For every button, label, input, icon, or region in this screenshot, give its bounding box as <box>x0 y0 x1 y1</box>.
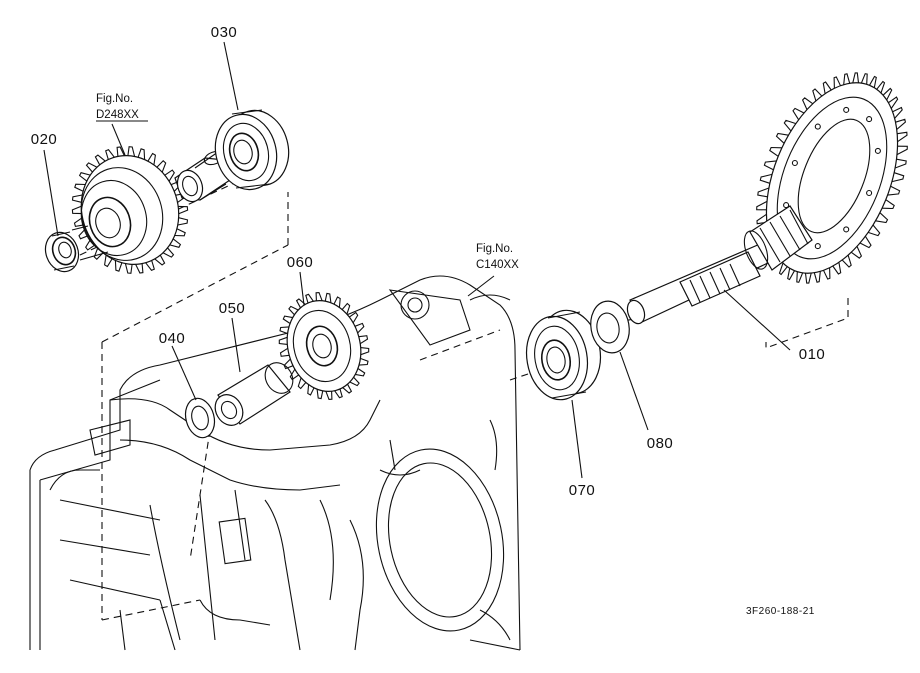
label-020: 020 <box>31 131 58 148</box>
label-070: 070 <box>569 482 596 499</box>
gear-b-teeth <box>278 292 370 400</box>
figure-ref-d248xx: Fig.No. D248XX <box>96 93 148 122</box>
fig-ref-label: Fig.No. <box>96 93 133 105</box>
fig-ref-label: Fig.No. <box>476 243 513 255</box>
fig-ref-code: D248XX <box>96 109 139 121</box>
part-040-washer <box>184 397 216 439</box>
label-060: 060 <box>287 254 314 271</box>
part-020-seal <box>44 231 80 273</box>
ring-gear-bolt-holes <box>783 106 881 250</box>
label-010: 010 <box>799 346 826 363</box>
label-050: 050 <box>219 300 246 317</box>
label-040: 040 <box>159 330 186 347</box>
drawing-code: 3F260-188-21 <box>746 606 815 617</box>
part-labels: 010 020 030 040 050 060 070 080 <box>31 24 826 499</box>
part-030-bearing <box>214 109 290 191</box>
label-030: 030 <box>211 24 238 41</box>
fig-ref-code: C140XX <box>476 259 519 271</box>
assembly-guide-lines <box>79 157 849 621</box>
part-070-bearing <box>525 309 602 401</box>
part-050-sleeve <box>214 362 294 426</box>
part-060-gear <box>278 292 370 400</box>
figure-ref-c140xx: Fig.No. C140XX <box>476 243 519 271</box>
part-010-bevel-gear-set <box>626 72 908 325</box>
gear-assembly-d248xx <box>71 146 189 274</box>
part-080-washer <box>590 300 630 354</box>
leader-lines <box>43 41 791 479</box>
label-080: 080 <box>647 435 674 452</box>
needle-bearing-collar <box>174 150 231 203</box>
transmission-housing <box>29 275 521 651</box>
